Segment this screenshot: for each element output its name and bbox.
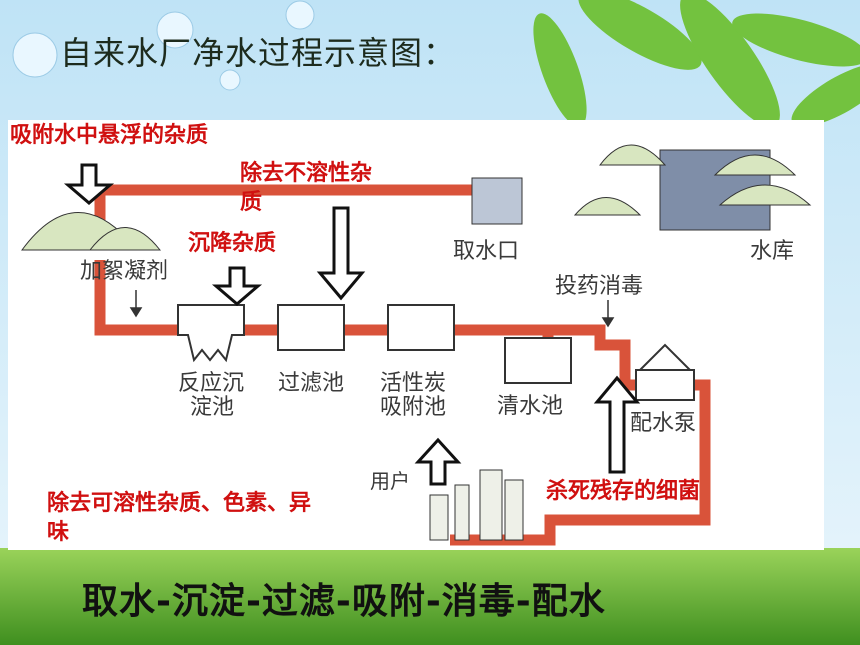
note-remove-soluble-line2: 味	[47, 519, 70, 545]
label-coagulant: 加絮凝剂	[80, 259, 169, 284]
page-title: 自来水厂净水过程示意图：	[60, 34, 457, 72]
note-remove-soluble-line1: 除去可溶性杂质、色素、异	[47, 491, 312, 516]
note-remove-insoluble-line1: 除去不溶性杂	[240, 161, 373, 186]
small-arrows	[129, 290, 615, 328]
label-reservoir: 水库	[750, 239, 795, 264]
note-remove-insoluble: 除去不溶性杂 质	[240, 160, 372, 217]
tanks	[177, 304, 695, 401]
note-remove-soluble: 除去可溶性杂质、色素、异 味	[47, 490, 311, 547]
leaves-decoration	[533, 0, 860, 127]
note-kill-bacteria: 杀死残存的细菌	[546, 479, 701, 504]
label-disinfect: 投药消毒	[555, 274, 644, 299]
up-arrow-carbon	[414, 437, 462, 486]
down-arrow-filter	[316, 206, 366, 301]
down-arrow-coagulant	[63, 163, 115, 205]
label-sedimentation-line2: 淀池	[190, 395, 235, 421]
label-sedimentation: 反应沉 淀池	[178, 371, 245, 421]
user-buildings	[429, 469, 524, 541]
label-sedimentation-line1: 反应沉	[178, 371, 245, 396]
coagulant-hill	[21, 212, 162, 251]
down-arrow-settle	[211, 266, 263, 306]
label-user: 用户	[370, 469, 410, 493]
note-remove-insoluble-line2: 质	[240, 189, 263, 215]
label-carbon: 活性炭 吸附池	[380, 371, 447, 421]
label-filter: 过滤池	[278, 371, 345, 396]
note-adsorb-suspended: 吸附水中悬浮的杂质	[10, 123, 209, 148]
label-pump: 配水泵	[630, 411, 697, 436]
label-carbon-line1: 活性炭	[380, 371, 447, 396]
reservoir	[573, 144, 812, 231]
note-settle: 沉降杂质	[188, 231, 277, 256]
process-summary: 取水-沉淀-过滤-吸附-消毒-配水	[82, 581, 606, 622]
label-clear: 清水池	[497, 394, 564, 419]
label-carbon-line2: 吸附池	[380, 395, 447, 421]
water-drops-decoration	[12, 0, 315, 91]
intake-box	[471, 177, 523, 225]
label-intake: 取水口	[453, 239, 520, 264]
up-arrow-disinfect	[593, 375, 641, 474]
